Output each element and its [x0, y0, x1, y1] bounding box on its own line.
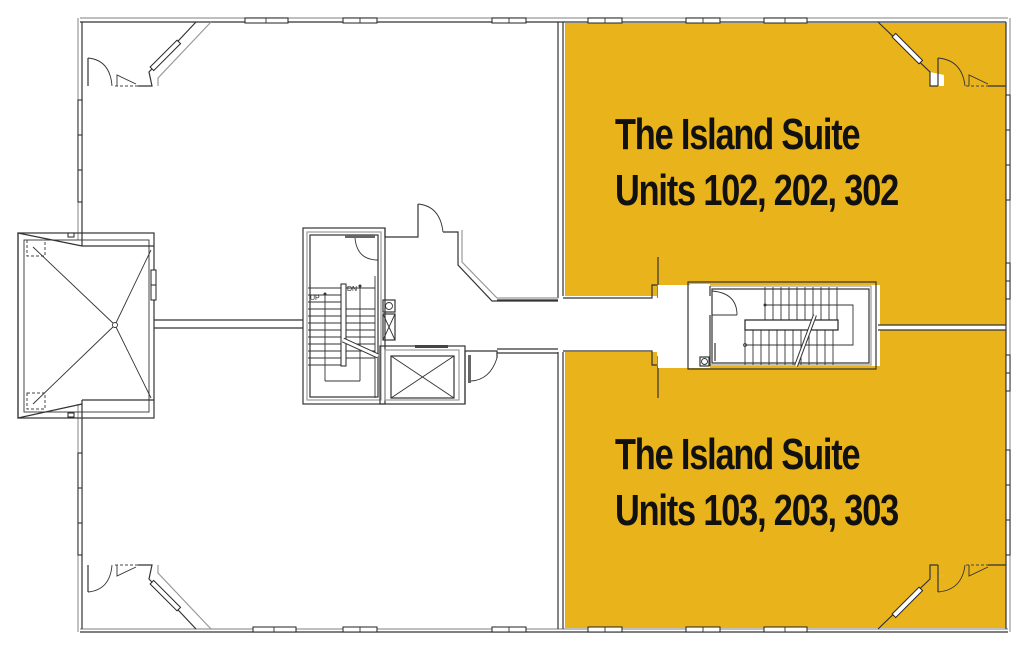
- corner-bay-top-right: [877, 21, 1006, 87]
- left-windows: [77, 99, 83, 556]
- top-windows: [244, 17, 808, 24]
- bottom-windows: [252, 626, 808, 633]
- suite-label-lower-right: The Island Suite Units 103, 203, 303: [615, 427, 899, 539]
- west-corridor: [154, 319, 303, 329]
- suite-title: The Island Suite: [615, 110, 861, 159]
- east-stair-core: [658, 281, 877, 370]
- suite-lower-right-area[interactable]: [565, 330, 1006, 628]
- corner-bay-bottom-right: [877, 564, 1006, 630]
- stair-dn-label: DN: [347, 286, 357, 293]
- west-stair-core: UP DN: [302, 227, 466, 405]
- suite-upper-right-area[interactable]: [565, 23, 1006, 325]
- stair-up-label: UP: [310, 295, 320, 302]
- suite-units: Units 103, 203, 303: [615, 486, 899, 535]
- suite-title: The Island Suite: [615, 430, 861, 479]
- corner-bay-bottom-left: [87, 564, 212, 630]
- west-annex: [17, 232, 157, 419]
- suite-label-upper-right: The Island Suite Units 102, 202, 302: [615, 107, 899, 219]
- central-lobby: [384, 203, 558, 404]
- right-windows: [1005, 94, 1011, 556]
- corner-bay-top-left: [87, 21, 212, 87]
- suite-units: Units 102, 202, 302: [615, 166, 899, 215]
